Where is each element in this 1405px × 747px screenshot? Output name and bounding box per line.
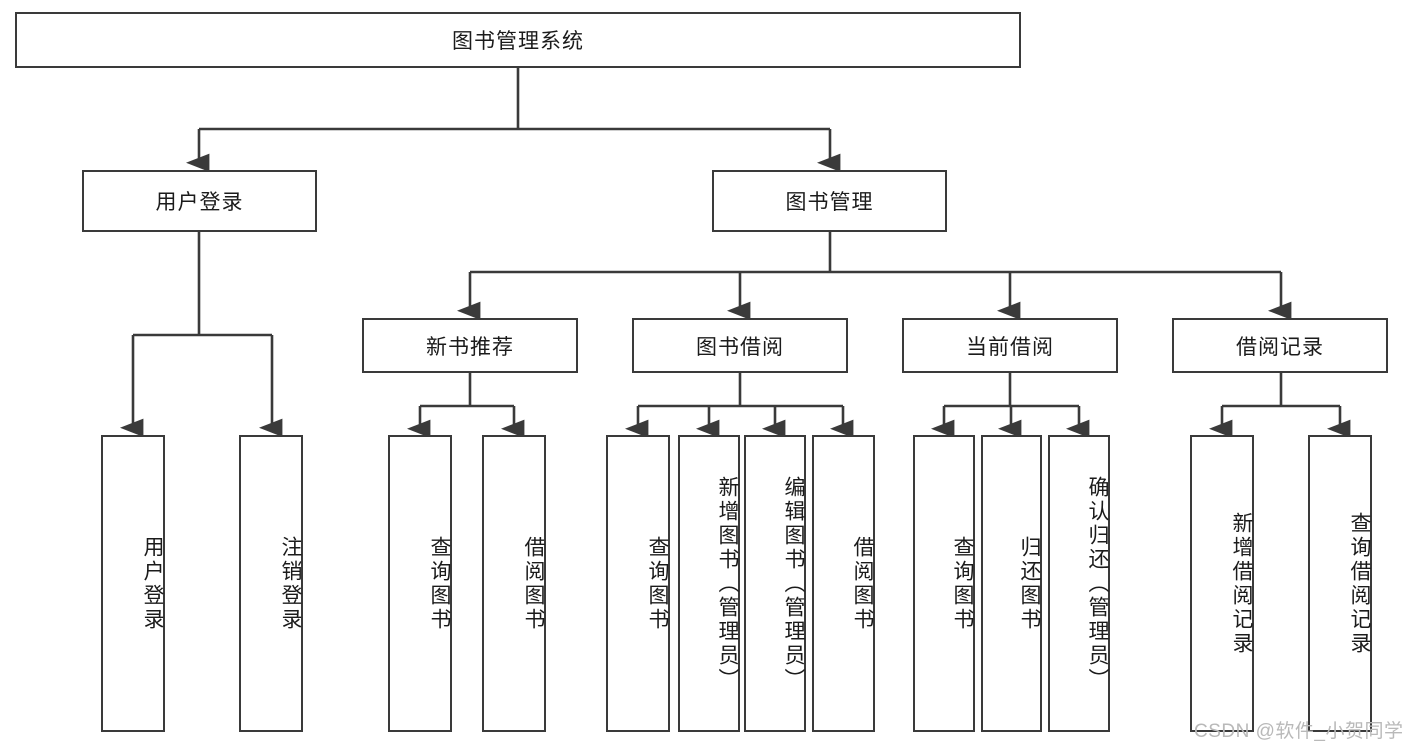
node-book-borrow-label: 图书借阅 <box>696 335 784 359</box>
node-current-borrow[interactable]: 当前借阅 <box>902 318 1118 373</box>
leaf-return-book[interactable]: 归还图书 <box>981 435 1042 732</box>
leaf-label: 查询借阅记录 <box>1348 511 1371 656</box>
node-user-login[interactable]: 用户登录 <box>82 170 317 232</box>
leaf-label: 查询图书 <box>646 535 669 632</box>
node-user-login-label: 用户登录 <box>155 191 244 214</box>
leaf-add-borrow-record[interactable]: 新增借阅记录 <box>1190 435 1254 732</box>
node-new-book-recommend-label: 新书推荐 <box>426 335 514 359</box>
leaf-label: 新增借阅记录 <box>1230 511 1253 656</box>
leaf-label: 新增图书（管理员） <box>716 475 739 692</box>
leaf-query-book-recommend[interactable]: 查询图书 <box>388 435 452 732</box>
leaf-query-book[interactable]: 查询图书 <box>606 435 670 732</box>
node-book-management-label: 图书管理 <box>785 191 874 214</box>
node-borrow-records-label: 借阅记录 <box>1236 335 1324 359</box>
leaf-add-book-admin[interactable]: 新增图书（管理员） <box>678 435 740 732</box>
node-current-borrow-label: 当前借阅 <box>966 335 1054 359</box>
node-root[interactable]: 图书管理系统 <box>15 12 1021 68</box>
leaf-user-login[interactable]: 用户登录 <box>101 435 165 732</box>
leaf-label: 确认归还（管理员） <box>1086 475 1109 692</box>
leaf-confirm-return-admin[interactable]: 确认归还（管理员） <box>1048 435 1110 732</box>
leaf-label: 归还图书 <box>1018 535 1041 632</box>
leaf-edit-book-admin[interactable]: 编辑图书（管理员） <box>744 435 806 732</box>
watermark: CSDN @软件_小贺同学 <box>1194 716 1403 743</box>
node-borrow-records[interactable]: 借阅记录 <box>1172 318 1388 373</box>
leaf-label: 查询图书 <box>428 535 451 632</box>
leaf-label: 用户登录 <box>141 535 164 632</box>
leaf-label: 借阅图书 <box>522 535 545 632</box>
node-new-book-recommend[interactable]: 新书推荐 <box>362 318 578 373</box>
node-root-label: 图书管理系统 <box>452 30 584 53</box>
node-book-management[interactable]: 图书管理 <box>712 170 947 232</box>
leaf-borrow-book[interactable]: 借阅图书 <box>812 435 875 732</box>
leaf-logout[interactable]: 注销登录 <box>239 435 303 732</box>
leaf-query-book-current[interactable]: 查询图书 <box>913 435 975 732</box>
leaf-label: 注销登录 <box>279 535 302 632</box>
leaf-label: 编辑图书（管理员） <box>782 475 805 692</box>
leaf-query-borrow-record[interactable]: 查询借阅记录 <box>1308 435 1372 732</box>
leaf-label: 借阅图书 <box>851 535 874 632</box>
leaf-borrow-book-recommend[interactable]: 借阅图书 <box>482 435 546 732</box>
node-book-borrow[interactable]: 图书借阅 <box>632 318 848 373</box>
watermark-text: CSDN @软件_小贺同学 <box>1194 721 1404 742</box>
leaf-label: 查询图书 <box>951 535 974 632</box>
